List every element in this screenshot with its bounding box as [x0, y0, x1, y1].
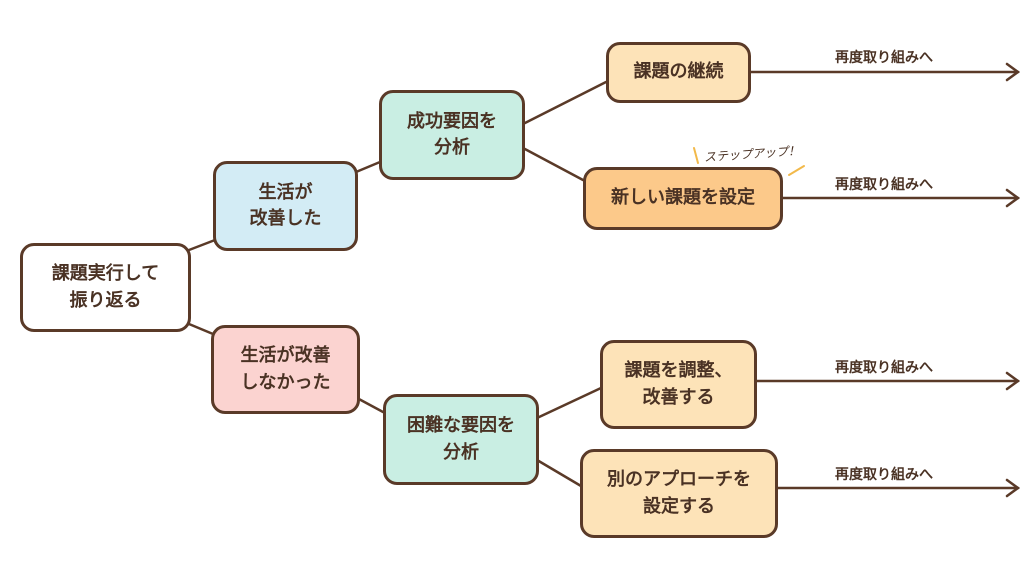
connector-root-fail [187, 322, 215, 336]
success-analysis-node: 成功要因を 分析 [379, 90, 525, 180]
outcome-label-1: 再度取り組みへ [835, 50, 933, 66]
fail-node: 生活が改善 しなかった [211, 325, 360, 414]
connector-root-success [187, 238, 217, 252]
new-task-node: 新しい課題を設定 [583, 167, 783, 230]
badge-accent-left [693, 147, 699, 164]
outcome-arrowhead-4 [1005, 478, 1021, 498]
outcome-arrowhead-3 [1005, 371, 1021, 391]
outcome-label-2: 再度取り組みへ [835, 177, 933, 193]
connector-failanalysis-adjust [535, 386, 603, 420]
outcome-label-4: 再度取り組みへ [835, 467, 933, 483]
badge-accent-right [788, 165, 805, 176]
connector-analysis-continue [521, 80, 608, 126]
adjust-task-node: 課題を調整、 改善する [600, 340, 757, 429]
success-node: 生活が 改善した [213, 161, 358, 251]
connector-failanalysis-other [535, 458, 583, 488]
connector-success-analysis [354, 160, 382, 174]
connector-analysis-newtask [521, 146, 585, 182]
fail-analysis-node: 困難な要因を 分析 [383, 394, 539, 485]
root-node: 課題実行して 振り返る [20, 243, 191, 332]
outcome-label-3: 再度取り組みへ [835, 360, 933, 376]
outcome-arrowhead-2 [1005, 188, 1021, 208]
other-approach-node: 別のアプローチを 設定する [580, 449, 778, 538]
continue-task-node: 課題の継続 [606, 42, 751, 103]
outcome-arrowhead-1 [1005, 62, 1021, 82]
connector-fail-analysis [355, 396, 385, 414]
